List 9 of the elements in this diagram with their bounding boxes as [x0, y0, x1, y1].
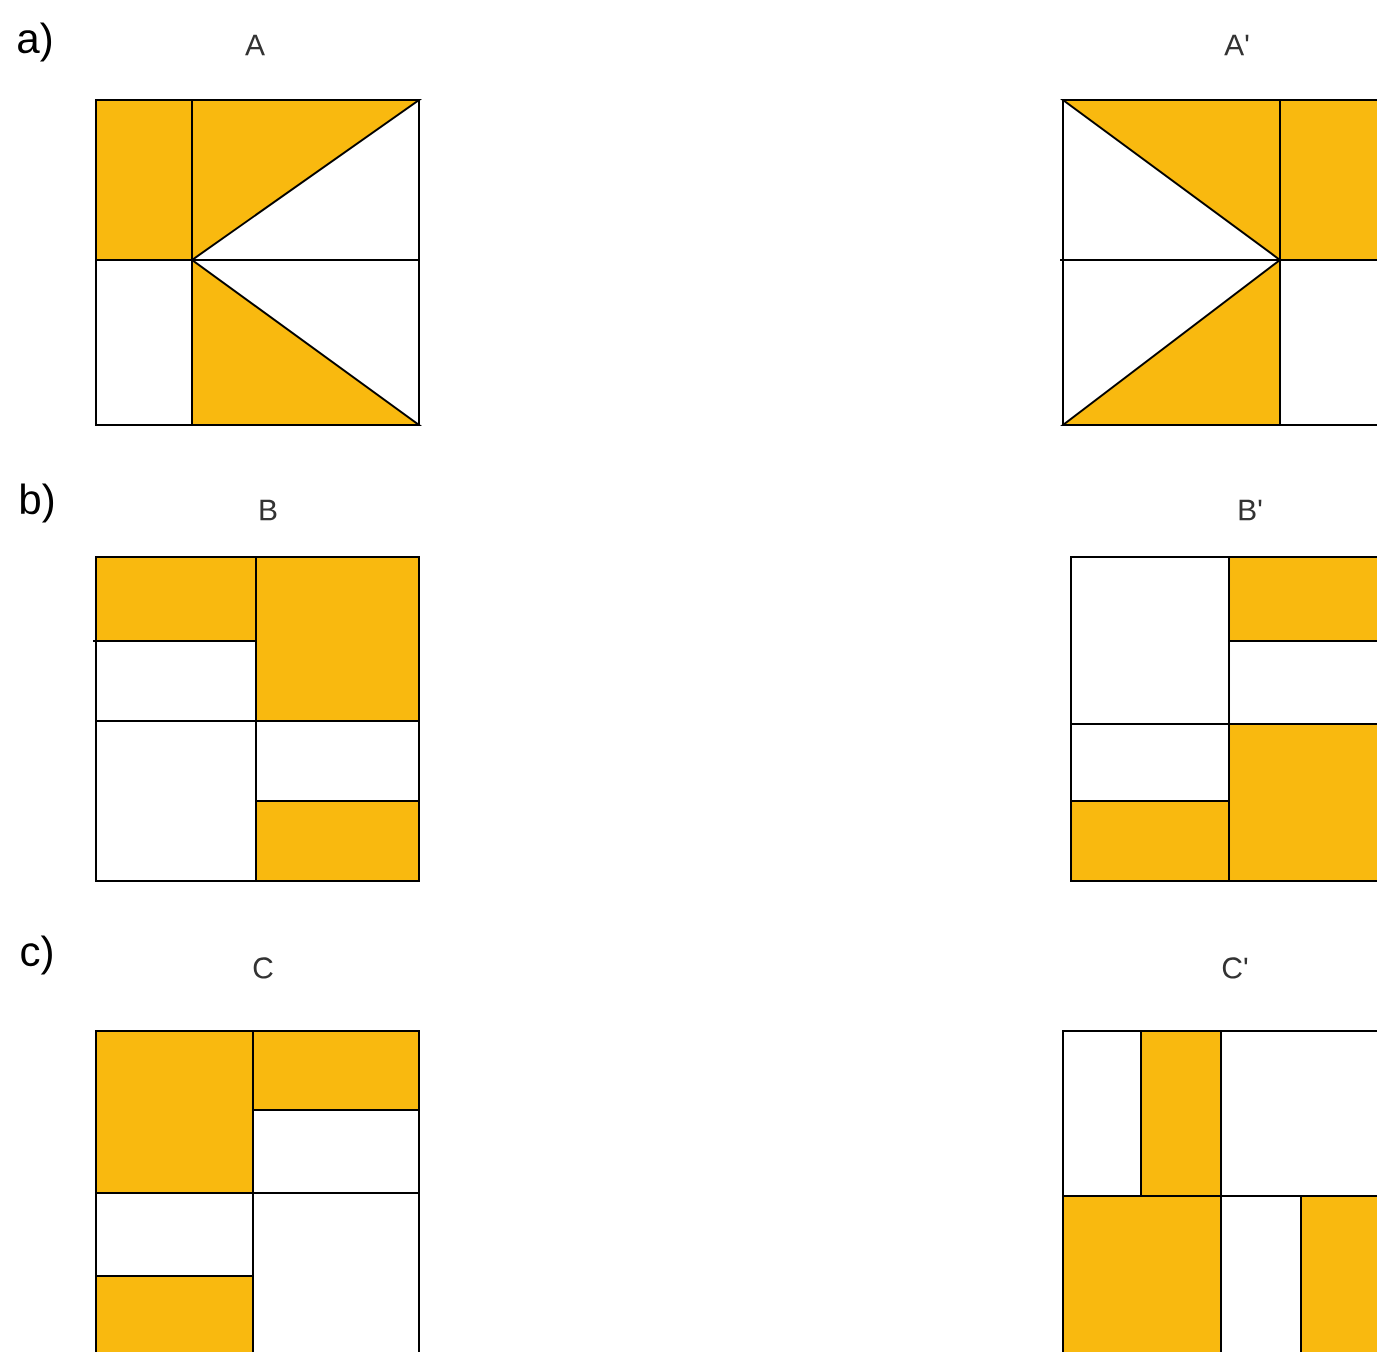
figure-label: B'	[1239, 499, 1262, 521]
figure-label: C'	[1222, 957, 1248, 979]
figure-label: C	[253, 957, 273, 979]
part-label: b)	[21, 483, 54, 523]
figure-label: B	[260, 499, 277, 521]
part-label: c)	[21, 935, 52, 975]
part-label: a)	[18, 22, 52, 62]
figure-label: A	[245, 34, 265, 56]
figure-label: A'	[1224, 34, 1249, 56]
